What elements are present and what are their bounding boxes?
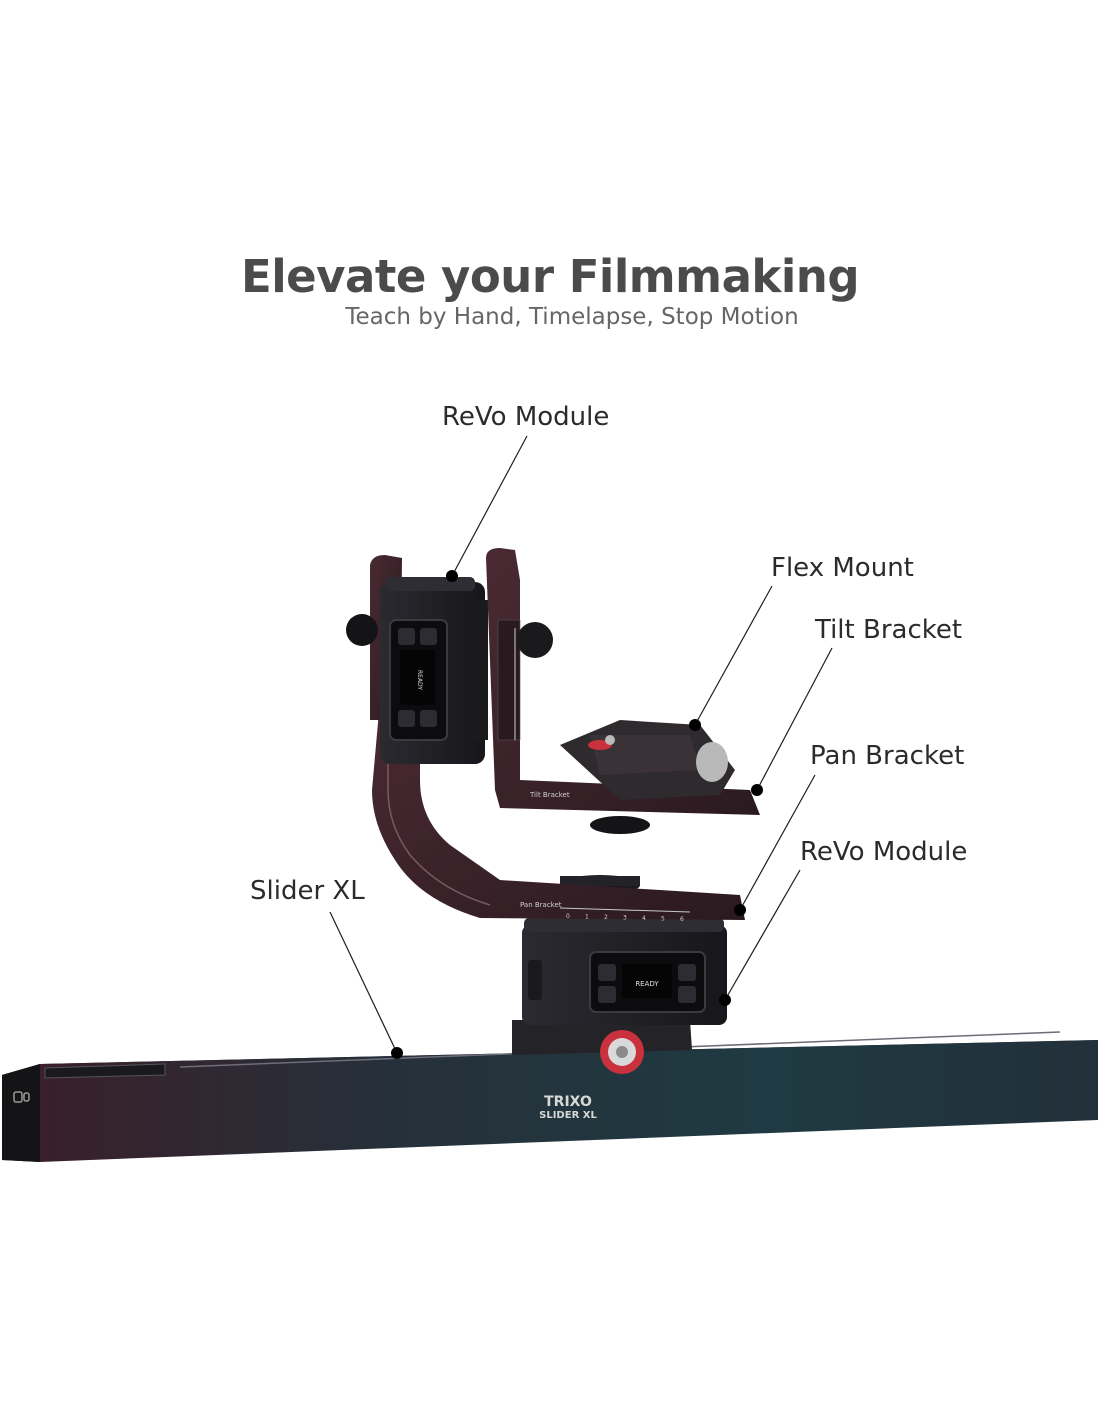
page-subtitle: Teach by Hand, Timelapse, Stop Motion: [345, 304, 799, 330]
left-button[interactable]: [598, 986, 616, 1003]
pan-scale-mark: 5: [661, 916, 665, 923]
revo-module-bottom: READY: [522, 918, 727, 1025]
back-button[interactable]: [420, 628, 437, 645]
tilt-bracket: [486, 548, 760, 815]
pan-scale-mark: 3: [623, 915, 627, 922]
power-button[interactable]: [598, 964, 616, 981]
flex-mount: [560, 720, 735, 834]
module-screen: [622, 964, 672, 998]
record-button[interactable]: [678, 964, 696, 981]
flex-mount-screw[interactable]: [590, 816, 650, 834]
down-button[interactable]: [398, 710, 415, 727]
port-icon: [23, 1092, 30, 1102]
pan-bracket: [372, 700, 745, 920]
pan-scale-mark: 2: [604, 914, 608, 921]
record-button[interactable]: [420, 710, 437, 727]
revo-module-top: READY: [346, 555, 488, 764]
screen-status-top: READY: [416, 670, 423, 690]
pan-plate-label: Pan Bracket: [520, 901, 562, 909]
tilt-plate-label: Tilt Bracket: [529, 791, 570, 799]
callout-slider-xl: Slider XL: [250, 876, 365, 906]
callout-pan-bracket: Pan Bracket: [810, 741, 965, 771]
up-button[interactable]: [398, 628, 415, 645]
tilt-knob-right[interactable]: [517, 622, 553, 658]
callout-tilt-bracket: Tilt Bracket: [815, 615, 963, 645]
slider-brand: TRIXO: [544, 1094, 592, 1110]
callout-flex-mount: Flex Mount: [771, 553, 914, 583]
port-icon: [13, 1091, 23, 1103]
screen-status-bottom: READY: [635, 980, 659, 988]
tilt-knob-left[interactable]: [346, 614, 378, 646]
callout-revo-module-top: ReVo Module: [442, 402, 610, 432]
module-screen: [400, 650, 435, 705]
slider-carriage: [512, 1020, 692, 1074]
callout-revo-module-bottom: ReVo Module: [800, 837, 968, 867]
page-title: Elevate your Filmmaking: [240, 250, 860, 303]
pan-scale-mark: 6: [680, 916, 684, 923]
pan-scale-mark: 1: [585, 914, 589, 921]
slider-model: SLIDER XL: [539, 1110, 597, 1121]
slider-rail: [2, 1031, 1098, 1162]
pan-scale-mark: 0: [566, 913, 570, 920]
flex-mount-knob[interactable]: [696, 742, 728, 782]
right-button[interactable]: [678, 986, 696, 1003]
callout-leaders: [329, 435, 833, 1059]
pan-scale-mark: 4: [642, 915, 646, 922]
